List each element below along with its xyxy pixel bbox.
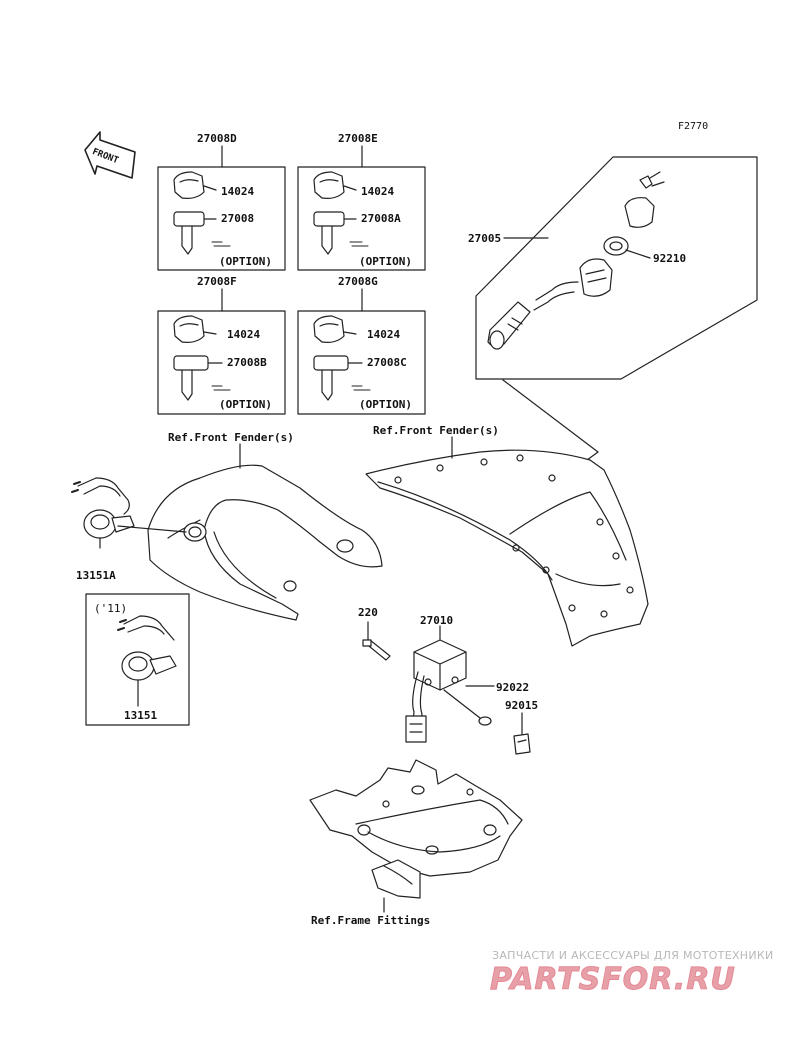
key-set-option-d: (OPTION) [219, 255, 272, 268]
plug-year-label: ('11) [94, 602, 128, 615]
key-set-assembly-d: 27008D [197, 132, 237, 145]
key-set-assembly-e: 27008E [338, 132, 378, 145]
key-icon [313, 211, 369, 255]
figure-code: F2770 [678, 121, 709, 132]
washer-92022-icon [465, 685, 495, 726]
part-92015-label: 92015 [505, 699, 539, 712]
front-arrow-icon [84, 131, 136, 179]
key-icon [313, 355, 371, 401]
ref-front-fender-left: Ref.Front Fender(s) [168, 431, 294, 444]
left-front-fender-icon [147, 464, 383, 621]
key-set-key-f: 27008B [227, 356, 267, 369]
key-set-key-e: 27008A [361, 212, 401, 225]
part-92022-label: 92022 [496, 681, 530, 694]
watermark-tagline: ЗАПЧАСТИ И АКСЕССУАРЫ ДЛЯ МОТОТЕХНИКИ [492, 949, 774, 962]
plug-13151-box [85, 593, 190, 726]
key-set-option-g: (OPTION) [359, 398, 412, 411]
key-set-option-f: (OPTION) [219, 398, 272, 411]
key-icon [173, 211, 231, 255]
key-set-option-e: (OPTION) [359, 255, 412, 268]
part-13151-label: 13151 [124, 709, 158, 722]
right-front-fender-icon [365, 449, 649, 647]
part-92210-label: 92210 [653, 252, 687, 265]
part-27010-label: 27010 [420, 614, 454, 627]
frame-fitting-icon [309, 759, 523, 899]
clip-92015-icon [513, 712, 531, 755]
key-cap-icon [313, 171, 357, 199]
key-set-assembly-g: 27008G [338, 275, 378, 288]
key-cap-icon [173, 171, 217, 199]
ref-front-fender-right: Ref.Front Fender(s) [373, 424, 499, 437]
part-27005-label: 27005 [468, 232, 502, 245]
bracket-27010-icon [405, 625, 481, 743]
key-set-cap-f: 14024 [227, 328, 261, 341]
ignition-switch-icon [487, 171, 665, 350]
key-set-key-d: 27008 [221, 212, 255, 225]
plug-13151a-icon [71, 477, 187, 549]
watermark-brand: PARTSFOR.RU [490, 962, 736, 998]
part-13151a-label: 13151A [76, 569, 116, 582]
key-set-key-g: 27008C [367, 356, 407, 369]
key-cap-icon [173, 315, 217, 343]
switch-assembly-box [475, 156, 758, 380]
plug-13151-icon [117, 615, 177, 707]
key-set-cap-e: 14024 [361, 185, 395, 198]
key-set-assembly-f: 27008F [197, 275, 237, 288]
ref-frame-fittings: Ref.Frame Fittings [311, 914, 431, 927]
key-set-cap-d: 14024 [221, 185, 255, 198]
bolt-220-icon [362, 621, 391, 661]
key-set-cap-g: 14024 [367, 328, 401, 341]
key-icon [173, 355, 231, 401]
key-cap-icon [313, 315, 357, 343]
part-220-label: 220 [358, 606, 378, 619]
